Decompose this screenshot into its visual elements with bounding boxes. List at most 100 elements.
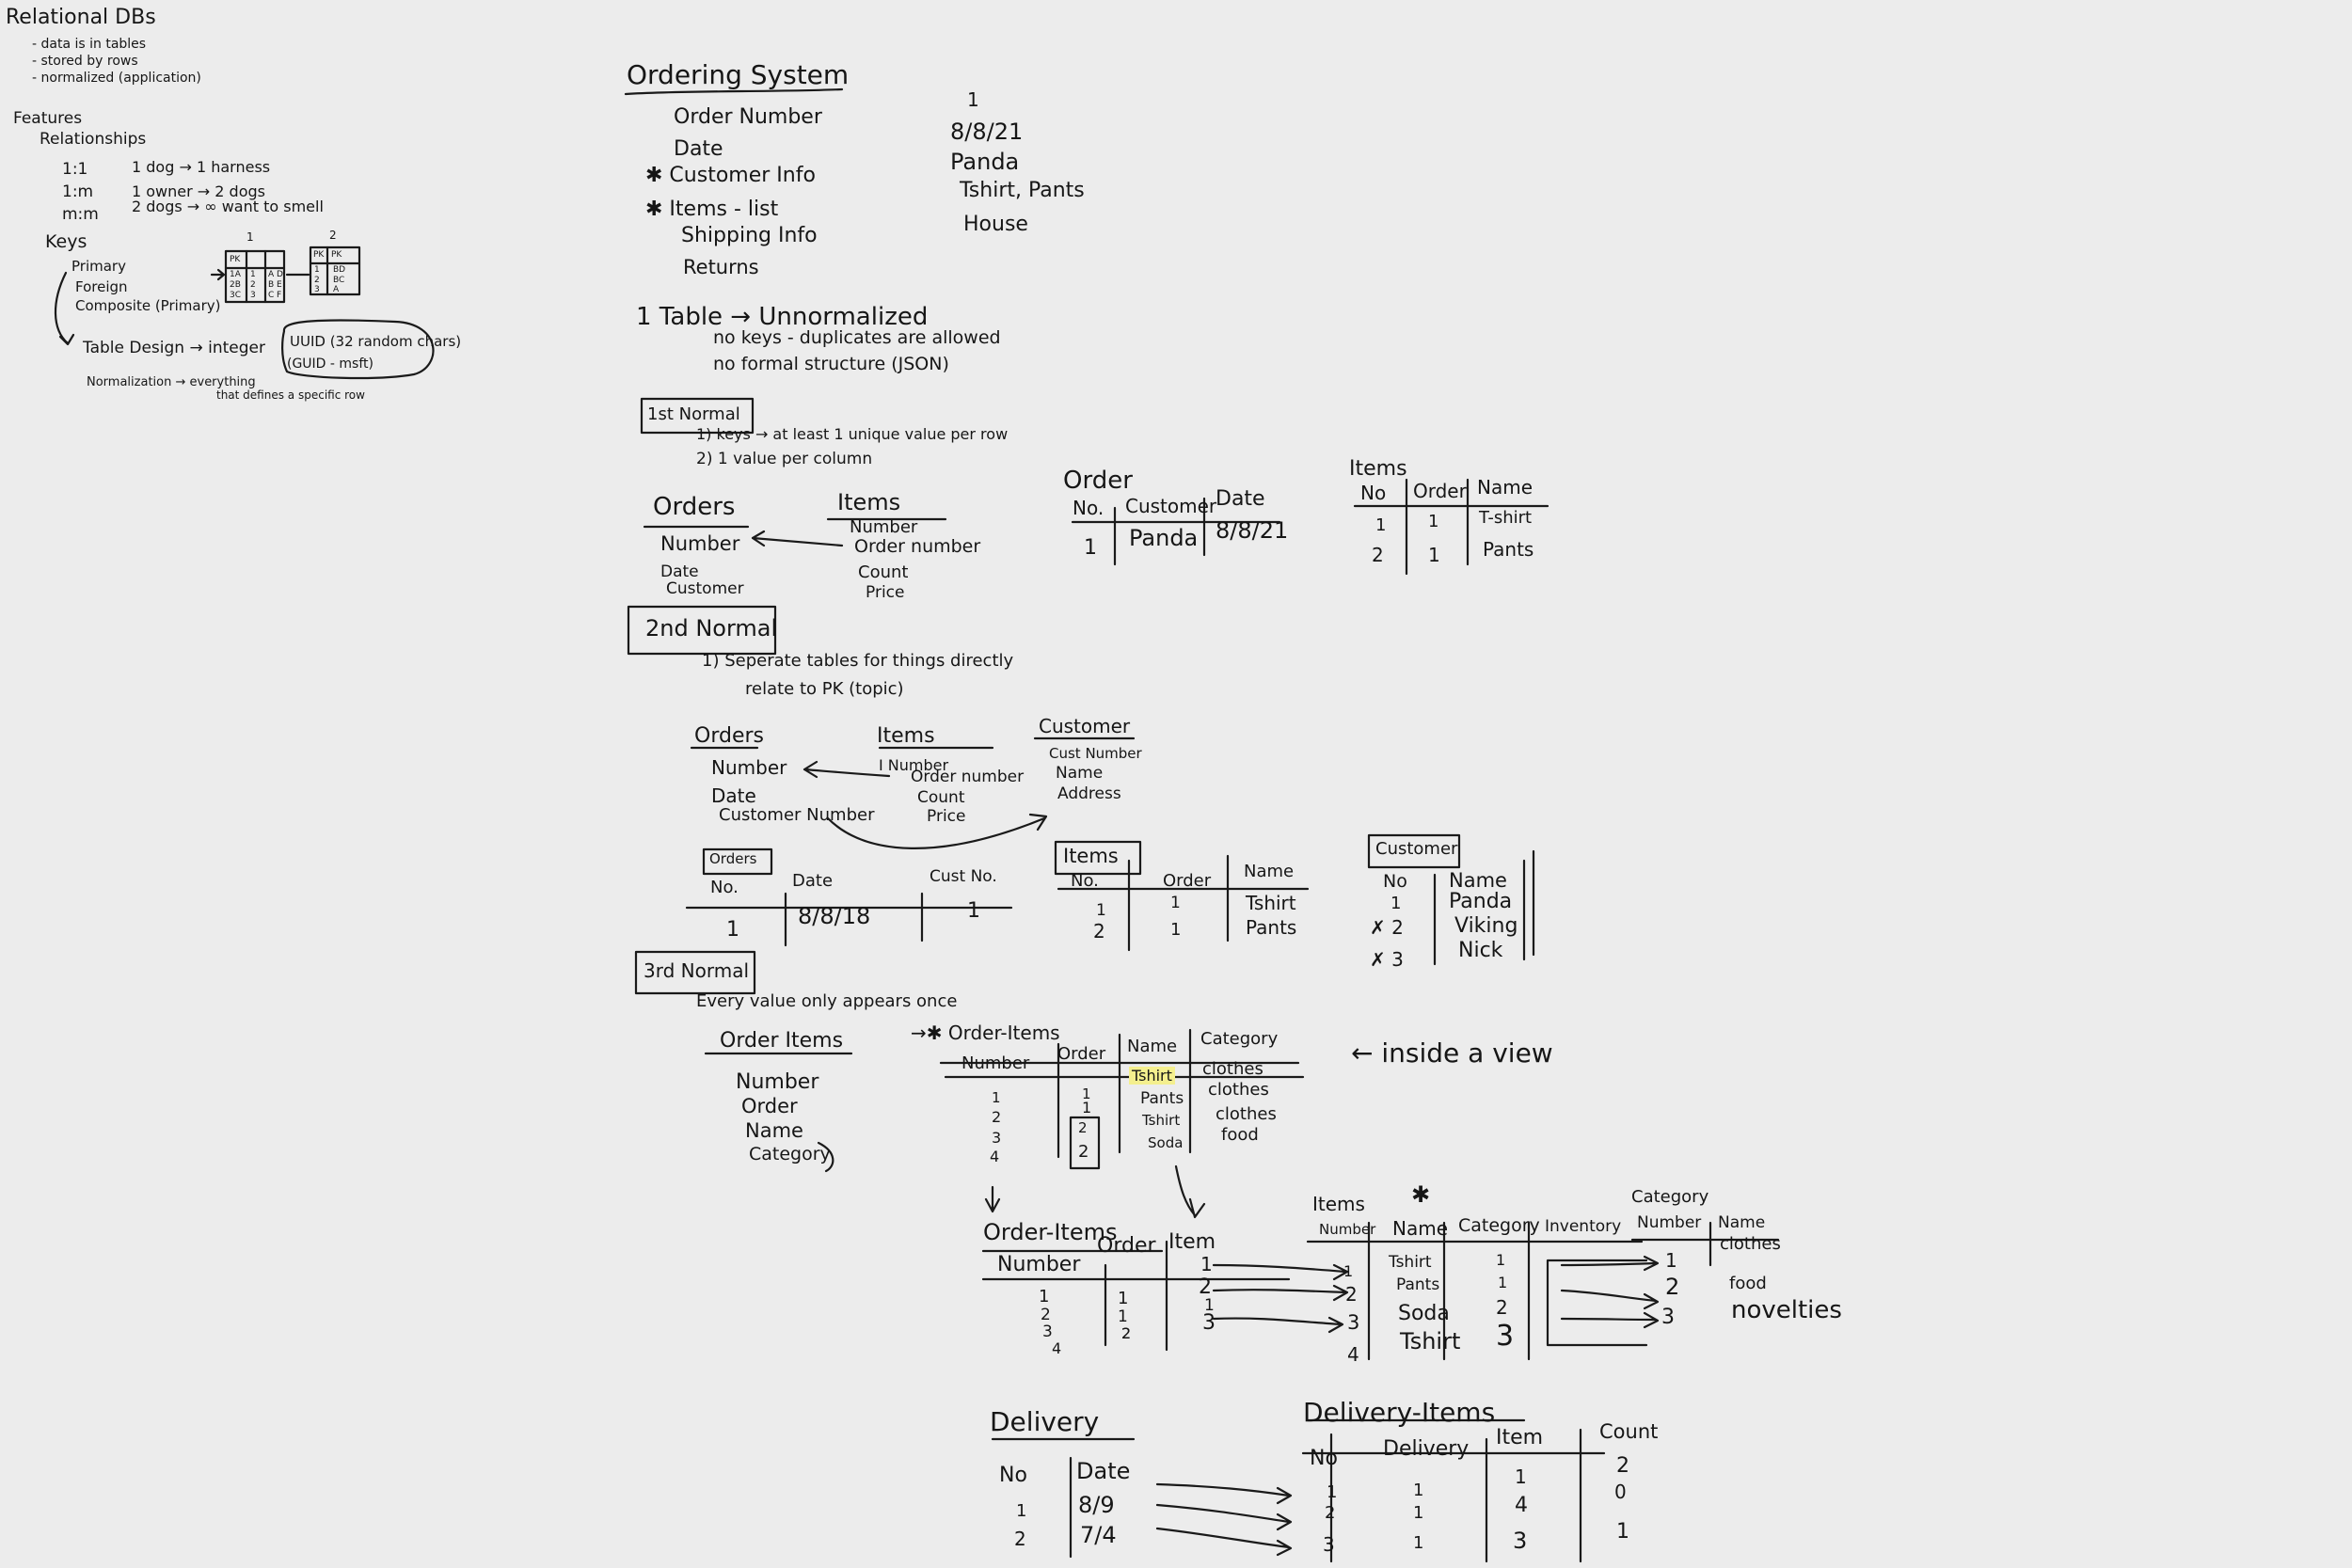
- cat-arrow-3: [1560, 1311, 1660, 1329]
- ordering-field: Shipping Info: [681, 224, 818, 247]
- ordering-field: Date: [674, 137, 723, 161]
- oi-table-cell: 1: [1118, 1289, 1129, 1308]
- view-table-cell: 2: [1078, 1142, 1089, 1162]
- features-label: Features: [13, 109, 83, 128]
- view-table-cell: Soda: [1148, 1134, 1184, 1151]
- cat-arrow-1: [1560, 1255, 1660, 1272]
- oi-arrow-2: [1212, 1284, 1349, 1302]
- items-field-1: Number: [850, 517, 918, 537]
- view-table-header: Name: [1127, 1037, 1178, 1056]
- mini-cell: 3: [250, 291, 256, 300]
- mini-cell: 2B: [230, 280, 241, 290]
- mini-cell: B: [268, 280, 275, 290]
- ordering-field: ✱ Items - list: [645, 198, 779, 221]
- items-table-header: Name: [1244, 862, 1295, 881]
- delivery-arrow-3: [1155, 1527, 1293, 1557]
- view-table-cell: 4: [990, 1148, 1000, 1165]
- mini-cell: A: [268, 270, 275, 279]
- mini-table-label: 1: [246, 230, 254, 244]
- delivery-title: Delivery: [990, 1406, 1100, 1437]
- items-table-cell: 1: [1343, 1262, 1354, 1280]
- items-table-cell: 4: [1347, 1343, 1359, 1366]
- fk-arrow-2: [803, 760, 891, 779]
- customer-table-cell: ✗ 2: [1370, 916, 1404, 939]
- items-table-cell: 2: [1093, 920, 1105, 942]
- oi-arrow-1: [1212, 1263, 1349, 1281]
- view-table-cell: 2: [992, 1108, 1002, 1126]
- mini-cell: PK: [331, 250, 342, 260]
- items-field-1: Price: [866, 583, 905, 602]
- view-table-cell: 1: [992, 1089, 1001, 1106]
- delivery-items-cell: 1: [1413, 1503, 1424, 1523]
- delivery-items-title: Delivery-Items: [1303, 1397, 1496, 1428]
- orders-table-cell: 1: [726, 918, 739, 942]
- oi-table-title: Order-Items: [983, 1219, 1118, 1245]
- mini-cell: 1A: [230, 270, 241, 279]
- delivery-items-lines: [1301, 1418, 1606, 1563]
- order-table-cell: 8/8/21: [1216, 517, 1289, 544]
- delivery-items-cell: 1: [1515, 1465, 1527, 1488]
- orders-title-2: Orders: [694, 724, 764, 748]
- ordering-field: Returns: [683, 256, 759, 278]
- oi-table-cell: 2: [1041, 1306, 1051, 1324]
- view-table-cell: 1: [1082, 1099, 1092, 1117]
- mini-cell: 3C: [230, 291, 242, 300]
- order-items-field: Category: [749, 1144, 831, 1164]
- customer-table-cell: ✗ 3: [1370, 948, 1404, 971]
- order-items-title: Order Items: [720, 1029, 844, 1053]
- delivery-items-cell: 3: [1323, 1533, 1335, 1556]
- second-normal-label: 2nd Normal: [645, 615, 778, 641]
- items-table-lines-3: [1306, 1221, 1644, 1361]
- items-field-2: Order number: [911, 768, 1025, 786]
- down-arrow-2: [1174, 1164, 1206, 1219]
- items-field-2: I Number: [879, 756, 949, 774]
- orders-field-1: Number: [660, 532, 740, 555]
- items-table-cell: T-shirt: [1479, 508, 1533, 528]
- items-table-cell: Tshirt: [1400, 1328, 1461, 1354]
- ordering-field: ✱ Customer Info: [645, 164, 816, 187]
- items-table-cell: 1: [1498, 1274, 1508, 1291]
- oi-table-cell: 1: [1039, 1287, 1050, 1307]
- rel-type-example: 1 dog → 1 harness: [132, 158, 271, 176]
- ordering-value: House: [963, 213, 1028, 236]
- cat-arrow-2: [1560, 1289, 1660, 1310]
- order-table-cell: 1: [1084, 536, 1097, 560]
- category-table-cell: 2: [1665, 1274, 1680, 1300]
- rel-type-example: 1 owner → 2 dogs: [132, 182, 265, 200]
- orders-field-1: Customer: [666, 579, 744, 598]
- mini-cell: PK: [230, 255, 241, 264]
- oi-table-header: Item: [1168, 1230, 1216, 1254]
- oi-table-cell: 2: [1199, 1275, 1212, 1299]
- view-table-cell: Tshirt: [1142, 1112, 1181, 1129]
- order-items-field: Order: [741, 1095, 798, 1117]
- mini-cell: C: [268, 291, 275, 300]
- view-table-title: →✱ Order-Items: [911, 1022, 1060, 1044]
- items-title-2: Items: [877, 724, 935, 748]
- delivery-arrow-2: [1155, 1503, 1293, 1531]
- items-table-header: Order: [1413, 480, 1467, 502]
- note-bullet: - data is in tables: [32, 37, 147, 52]
- relationships-label: Relationships: [40, 130, 147, 149]
- order-table-header: Customer: [1125, 495, 1217, 517]
- fk-arrow-3: [826, 813, 1048, 849]
- delivery-cell: 2: [1014, 1528, 1026, 1550]
- first-normal-label: 1st Normal: [647, 404, 740, 424]
- order-table-cell: Panda: [1129, 525, 1199, 551]
- order-table-title: Order: [1063, 467, 1133, 495]
- orders-table-label: Orders: [709, 850, 757, 867]
- mini-cell: F: [277, 291, 282, 300]
- normalization-label: Normalization → everything: [87, 375, 256, 389]
- items-table-lines-2: [1057, 854, 1310, 952]
- customer-field-2: Name: [1056, 764, 1104, 783]
- customer-table-header: No: [1383, 871, 1407, 892]
- guid-label: (GUID - msft): [287, 356, 373, 372]
- view-table-cell: food: [1221, 1125, 1259, 1145]
- orders-label-box: [702, 847, 773, 876]
- items-table-lines-1: [1353, 478, 1549, 576]
- order-table-header: No.: [1073, 497, 1104, 519]
- delivery-items-header: Count: [1599, 1420, 1659, 1443]
- oi-table-header: Number: [997, 1253, 1081, 1276]
- orders-field-2: Customer Number: [719, 805, 875, 825]
- items-table-cell: Soda: [1398, 1302, 1450, 1325]
- oi-table-cell: 1: [1200, 1253, 1213, 1275]
